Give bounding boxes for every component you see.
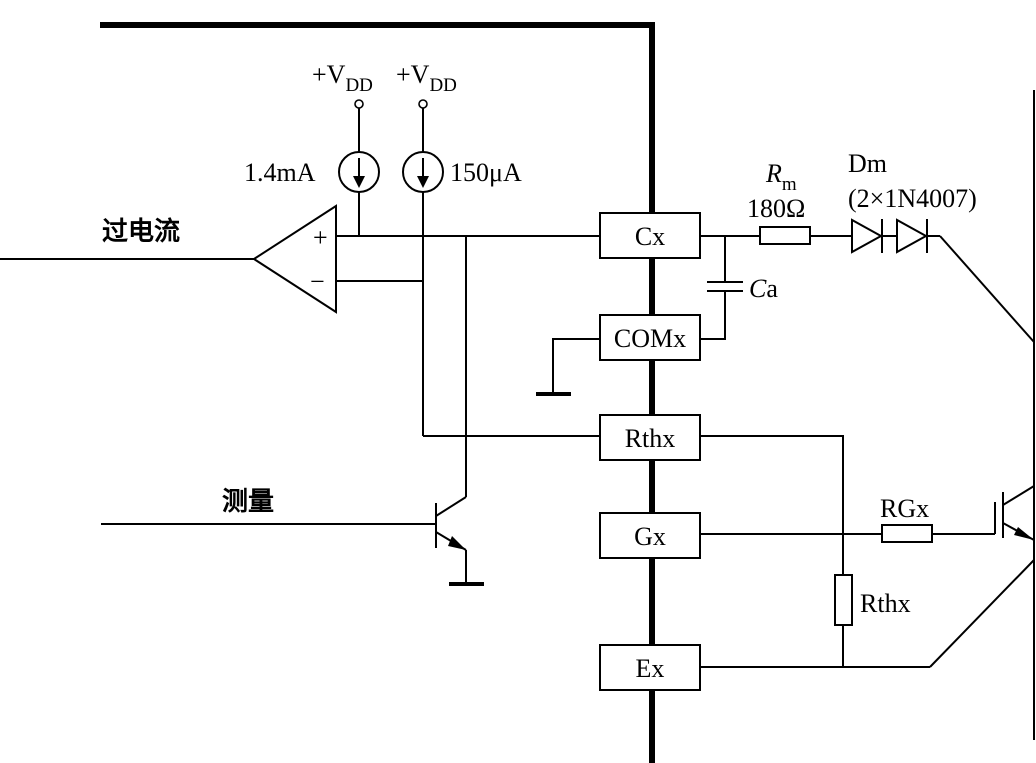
pin-gx-label: Gx (634, 522, 666, 551)
igbt-collector (1002, 485, 1035, 506)
resistor-rthx-label: Rthx (860, 589, 911, 618)
pin-comx-label: COMx (614, 324, 686, 353)
igbt-emitter-arrow-icon (1014, 527, 1034, 540)
vdd-label-2: +VDD (396, 60, 457, 96)
current-source-1-label: 1.4mA (244, 158, 316, 187)
pin-ex-label: Ex (636, 654, 665, 683)
wire (700, 435, 844, 575)
comparator-minus: − (310, 267, 325, 296)
resistor-rthx (834, 574, 853, 626)
vdd-terminal-1 (354, 99, 364, 109)
pin-gx (599, 512, 701, 559)
emitter-arrow-icon (448, 536, 466, 550)
current-source-2-label: 150μA (450, 158, 522, 187)
pin-comx (599, 314, 701, 361)
comparator-plus: + (313, 223, 328, 252)
resistor-rm-symbol: Rm (765, 159, 797, 195)
pin-rthx-label: Rthx (625, 424, 676, 453)
pin-rthx (599, 414, 701, 461)
diode-icon (896, 218, 929, 254)
resistor-rm (759, 226, 811, 245)
pin-cx-label: Cx (635, 222, 665, 251)
measure-label: 测量 (222, 487, 274, 517)
resistor-rgx (881, 524, 933, 543)
arrow-head (353, 176, 365, 188)
diode-icon (851, 218, 884, 254)
vdd-label-1: +VDD (312, 60, 373, 96)
pin-cx (599, 212, 701, 259)
diode-part-label: (2×1N4007) (848, 184, 977, 213)
npn-transistor-collector (435, 496, 467, 517)
resistor-rgx-label: RGx (880, 494, 929, 523)
pin-ex (599, 644, 701, 691)
wire (929, 559, 1035, 668)
wire (552, 338, 600, 394)
wire (700, 291, 726, 340)
capacitor-ca-label: Ca (749, 274, 778, 303)
arrow-head (417, 176, 429, 188)
comparator-icon (252, 204, 337, 314)
overcurrent-label: 过电流 (102, 217, 180, 247)
vdd-terminal-2 (418, 99, 428, 109)
resistor-rm-value: 180Ω (747, 194, 805, 223)
diode-name-label: Dm (848, 149, 887, 178)
wire (939, 235, 1035, 343)
